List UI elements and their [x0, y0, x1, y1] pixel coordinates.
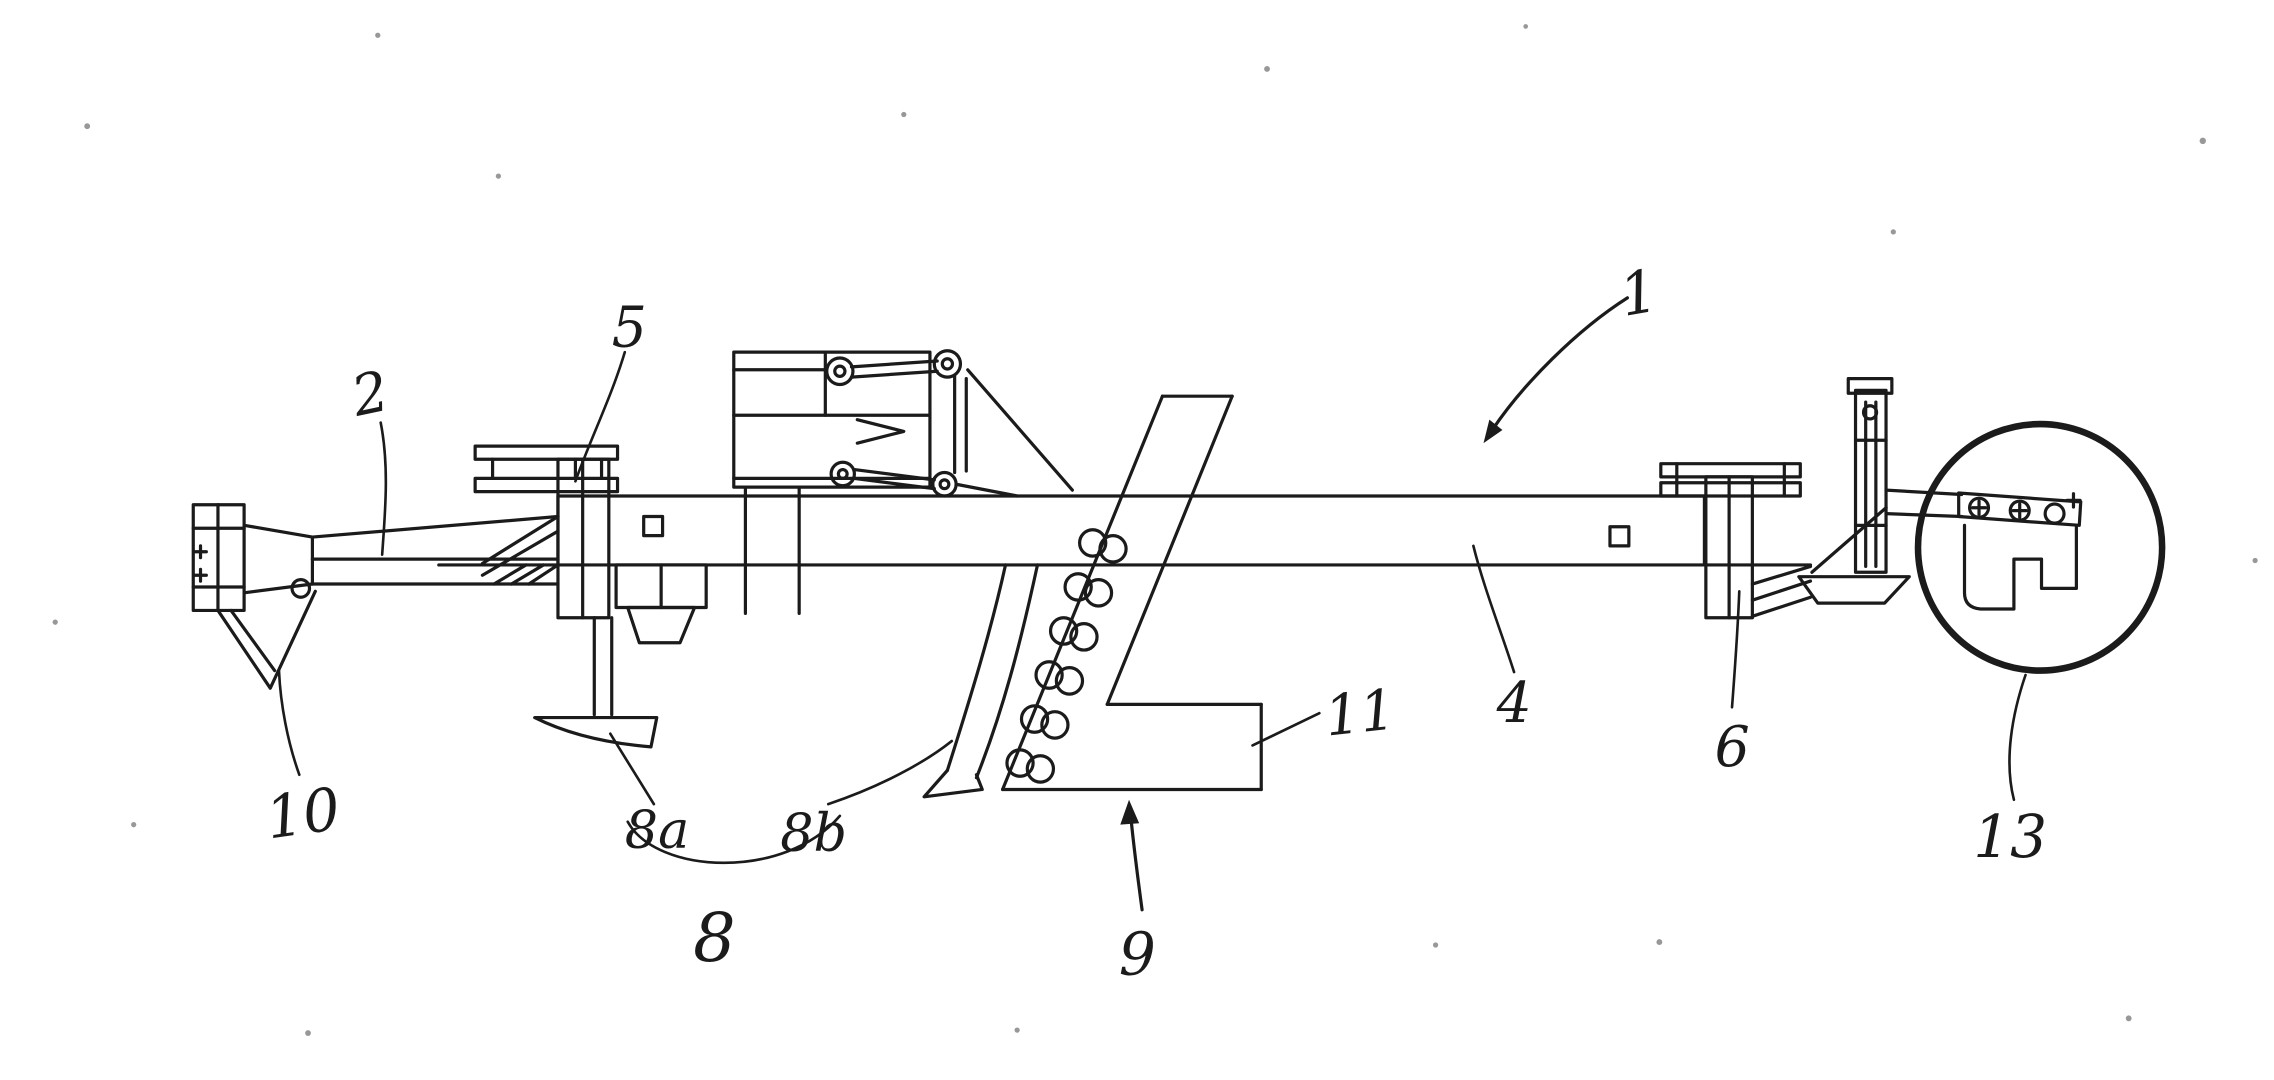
leader-5 [574, 350, 627, 483]
pivot-joint [932, 349, 963, 379]
labels: 1 2 5 4 6 8 8a 8b 9 10 11 13 [262, 256, 2048, 988]
parking-stand [216, 589, 317, 690]
leader-11 [1251, 711, 1321, 747]
adjuster-ram [1853, 388, 1888, 574]
clevis-hook [1962, 523, 2078, 611]
label-8b: 8b [780, 803, 847, 864]
leader-8a [608, 732, 656, 806]
label-5: 5 [612, 296, 647, 360]
share-foot [533, 715, 659, 749]
leader-13 [2008, 673, 2027, 802]
leader-4 [1472, 544, 1516, 674]
label-4: 4 [1496, 672, 1532, 736]
detail-circle-outline [1914, 420, 2166, 674]
detail-bar [1957, 491, 2083, 527]
rear-clamp [1659, 462, 1813, 620]
drawing [191, 296, 2166, 912]
leader-lines [277, 350, 2027, 864]
leader-2 [379, 421, 388, 556]
label-8: 8 [693, 899, 736, 977]
drawbar-tongue [242, 514, 560, 599]
bolt-cross-icon [193, 544, 208, 560]
rear-foot [1797, 575, 1911, 605]
leader-8b [826, 739, 954, 806]
brace-8 [626, 814, 842, 864]
pivot-joint [825, 356, 855, 387]
beam-hole-right [1608, 525, 1631, 548]
label-10: 10 [262, 775, 345, 853]
blade [1000, 394, 1263, 792]
implement-box [732, 350, 932, 489]
drawbar-pivot-pin [290, 578, 312, 599]
arrows [1120, 296, 1629, 912]
label-8a: 8a [625, 800, 689, 861]
leader-10 [277, 669, 301, 777]
label-9: 9 [1119, 920, 1156, 988]
bolt-icon [2043, 502, 2066, 525]
label-11: 11 [1322, 678, 1399, 749]
pivot-joint [829, 460, 856, 488]
detail-circle-13 [1914, 420, 2166, 674]
label-13: 13 [1973, 803, 2047, 871]
scan-noise [52, 24, 2258, 1036]
label-6: 6 [1715, 716, 1750, 780]
leader-6 [1730, 590, 1741, 709]
bolt-cross-icon [193, 567, 208, 583]
arrow-1-head [1483, 419, 1503, 444]
tine-8b [922, 563, 1040, 799]
bolt-icon [2008, 499, 2031, 522]
beam-hole-left [642, 514, 665, 538]
bolt-icon [1967, 496, 1991, 519]
front-clamp [473, 444, 708, 645]
shank-8a [533, 616, 659, 749]
top-linkage-implement [732, 349, 1074, 615]
disc-chain [1005, 528, 1128, 784]
arrow-1-shaft [1490, 296, 1629, 432]
arrow-9-head [1120, 799, 1140, 825]
